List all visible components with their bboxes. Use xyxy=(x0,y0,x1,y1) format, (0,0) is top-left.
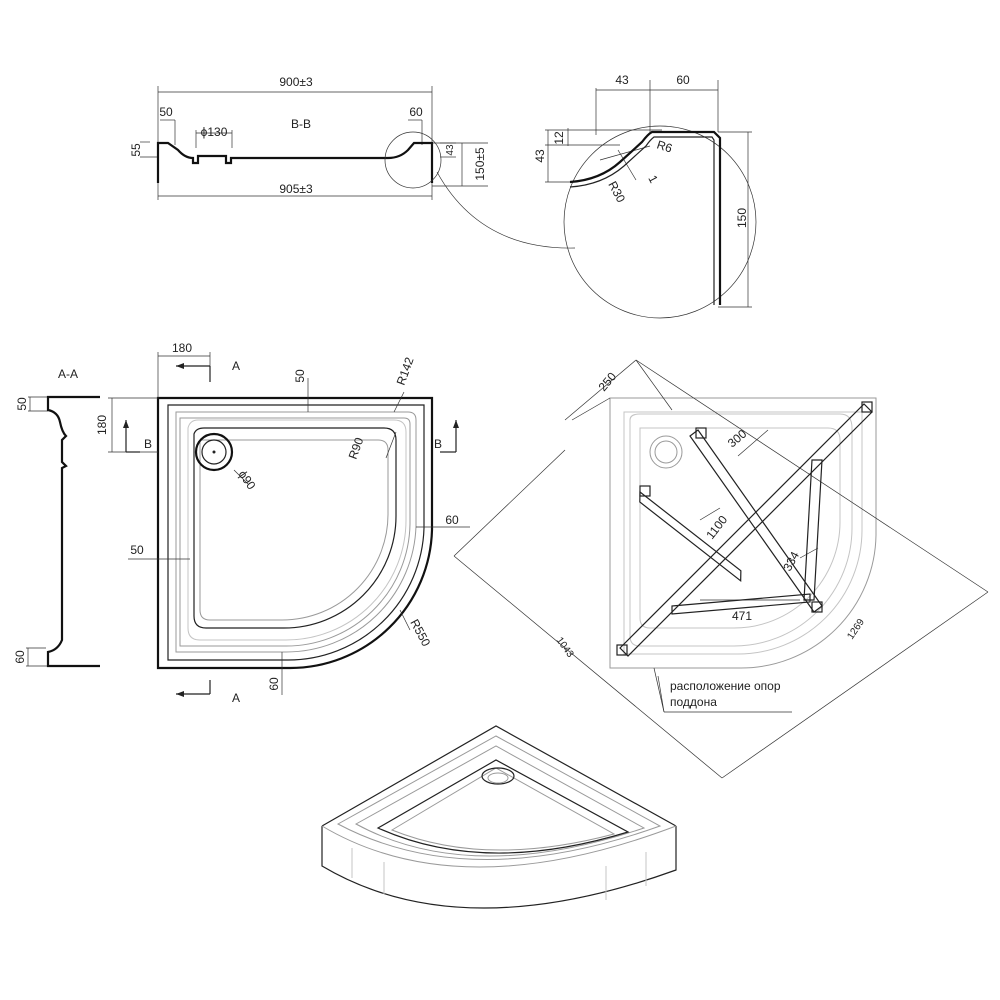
bb-right-width: 60 xyxy=(409,105,423,119)
plan-rim-left: 50 xyxy=(130,543,144,557)
plan-drain-diameter: ϕ90 xyxy=(236,468,259,493)
bb-height: 150±5 xyxy=(473,147,487,181)
support-beams xyxy=(616,401,873,657)
bb-title: B-B xyxy=(291,117,311,131)
plan-view: 180 A 50 R142 180 B B R90 ϕ90 60 50 R550… xyxy=(95,341,470,705)
plan-r550: R550 xyxy=(407,617,433,649)
detail-43-width: 43 xyxy=(615,73,629,87)
supports-250: 250 xyxy=(596,369,620,394)
detail-r6: R6 xyxy=(655,138,674,156)
plan-cut-a-bottom: A xyxy=(232,691,240,705)
section-bb: 900±3 B-B 50 ϕ130 60 905±3 55 43 150±5 xyxy=(129,75,576,249)
aa-top-height: 50 xyxy=(15,397,29,411)
plan-cut-a-top: A xyxy=(232,359,240,373)
bb-left-height: 55 xyxy=(129,143,143,157)
supports-1269: 1269 xyxy=(845,617,867,642)
isometric-view xyxy=(321,725,677,909)
bb-left-width: 50 xyxy=(159,105,173,119)
plan-180-height: 180 xyxy=(95,415,109,435)
bb-width-top: 900±3 xyxy=(279,75,313,89)
aa-title: A-A xyxy=(58,367,78,381)
detail-r30: R30 xyxy=(605,179,628,205)
plan-rim-bottom: 60 xyxy=(267,677,281,691)
plan-cut-b-right: B xyxy=(434,437,442,451)
bb-width-bottom: 905±3 xyxy=(279,182,313,196)
supports-471: 471 xyxy=(732,609,752,623)
section-aa: A-A 50 60 xyxy=(13,367,100,668)
bb-drain-diameter: ϕ130 xyxy=(201,125,228,139)
detail-view: 43 60 12 43 R6 R30 1 150 xyxy=(533,73,757,319)
supports-1100: 1100 xyxy=(703,513,730,542)
supports-1043: 1043 xyxy=(554,635,576,660)
supports-note-line1: расположение опор xyxy=(670,679,781,693)
detail-43-height: 43 xyxy=(533,149,547,163)
aa-bottom-height: 60 xyxy=(13,650,27,664)
detail-thickness: 1 xyxy=(645,173,661,186)
plan-r142: R142 xyxy=(394,355,417,387)
detail-150-height: 150 xyxy=(735,208,749,228)
detail-12-height: 12 xyxy=(552,131,566,145)
plan-cut-b-left: B xyxy=(144,437,152,451)
plan-rim-right: 60 xyxy=(445,513,459,527)
bb-right-height: 43 xyxy=(445,144,456,156)
plan-r90: R90 xyxy=(346,435,367,461)
plan-rim-top: 50 xyxy=(293,369,307,383)
detail-60-width: 60 xyxy=(676,73,690,87)
support-layout: 250 300 1100 334 471 1043 1269 расположе… xyxy=(453,359,989,779)
supports-300: 300 xyxy=(725,426,750,450)
plan-180-width: 180 xyxy=(172,341,192,355)
supports-note-line2: поддона xyxy=(670,695,717,709)
